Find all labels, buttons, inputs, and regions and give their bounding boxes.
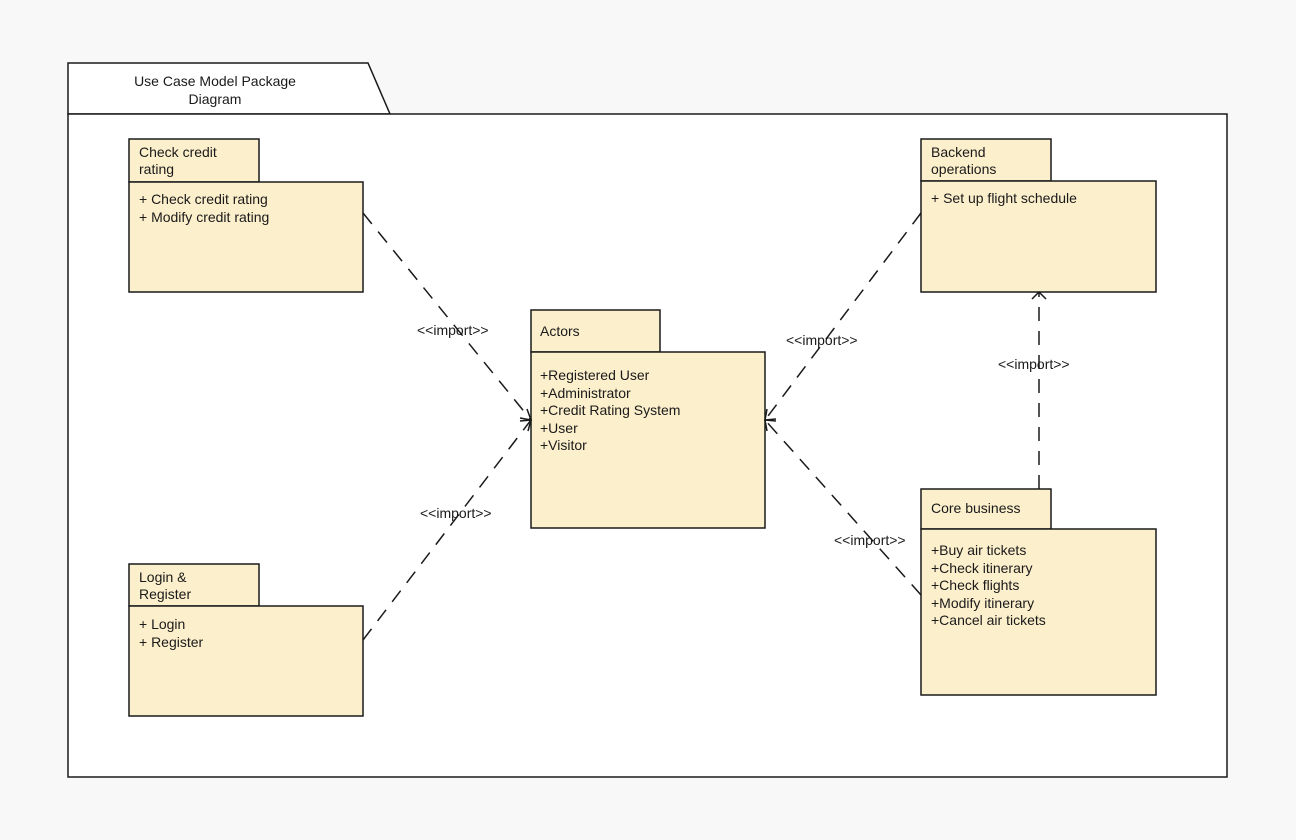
member-item: +Administrator bbox=[540, 384, 631, 401]
member-item: + Login bbox=[139, 616, 186, 632]
dependency-line-backend-to-actors[interactable] bbox=[764, 212, 922, 421]
package-body bbox=[128, 181, 364, 293]
package-check-credit[interactable] bbox=[128, 138, 364, 293]
members-login: + Login + Register bbox=[139, 616, 203, 651]
package-body bbox=[530, 351, 766, 529]
dependency-line-core-to-actors[interactable] bbox=[764, 419, 922, 596]
member-item: + Set up flight schedule bbox=[931, 190, 1077, 206]
dependency-label-core-backend: <<import>> bbox=[998, 356, 1070, 372]
package-tab bbox=[920, 138, 1052, 182]
dependency-line-credit-to-actors[interactable] bbox=[362, 212, 532, 421]
member-item: +Check itinerary bbox=[931, 559, 1033, 576]
members-backend: + Set up flight schedule bbox=[931, 190, 1077, 208]
members-core: +Buy air tickets +Check itinerary +Check… bbox=[931, 542, 1046, 630]
frame-title: Use Case Model Package Diagram bbox=[134, 73, 296, 107]
package-name-backend: Backend operations bbox=[931, 144, 997, 177]
dependency-label-backend: <<import>> bbox=[786, 332, 858, 348]
package-actors[interactable] bbox=[530, 309, 766, 529]
arrowhead-icon bbox=[764, 419, 777, 432]
dependency-label-core: <<import>> bbox=[834, 532, 906, 548]
package-name-login: Login & Register bbox=[139, 569, 192, 602]
package-tab bbox=[128, 563, 260, 607]
package-body bbox=[920, 180, 1157, 293]
package-body bbox=[128, 605, 364, 717]
member-item: +User bbox=[540, 419, 578, 436]
member-item: + Register bbox=[139, 633, 204, 650]
package-body bbox=[920, 528, 1157, 696]
package-name-actors: Actors bbox=[540, 323, 580, 339]
members-actors: +Registered User +Administrator +Credit … bbox=[540, 367, 680, 455]
member-item: + Check credit rating bbox=[139, 191, 268, 207]
package-login[interactable] bbox=[128, 563, 364, 717]
member-item: + Modify credit rating bbox=[139, 208, 270, 225]
member-item: +Check flights bbox=[931, 577, 1020, 593]
member-item: +Registered User bbox=[540, 367, 650, 383]
package-name-check-credit: Check credit rating bbox=[139, 144, 217, 177]
members-check-credit: + Check credit rating + Modify credit ra… bbox=[139, 191, 269, 226]
arrowhead-icon bbox=[519, 419, 533, 432]
package-backend[interactable] bbox=[920, 138, 1157, 293]
member-item: +Credit Rating System bbox=[540, 402, 681, 418]
member-item: +Buy air tickets bbox=[931, 542, 1027, 558]
package-tab bbox=[530, 309, 661, 353]
dependency-label-credit: <<import>> bbox=[417, 322, 489, 338]
package-core[interactable] bbox=[920, 488, 1157, 696]
member-item: +Visitor bbox=[540, 437, 587, 453]
member-item: +Cancel air tickets bbox=[931, 612, 1046, 628]
package-name-core: Core business bbox=[931, 500, 1021, 516]
arrowhead-icon bbox=[1031, 290, 1047, 300]
member-item: +Modify itinerary bbox=[931, 594, 1035, 611]
dependency-label-login: <<import>> bbox=[420, 505, 492, 521]
